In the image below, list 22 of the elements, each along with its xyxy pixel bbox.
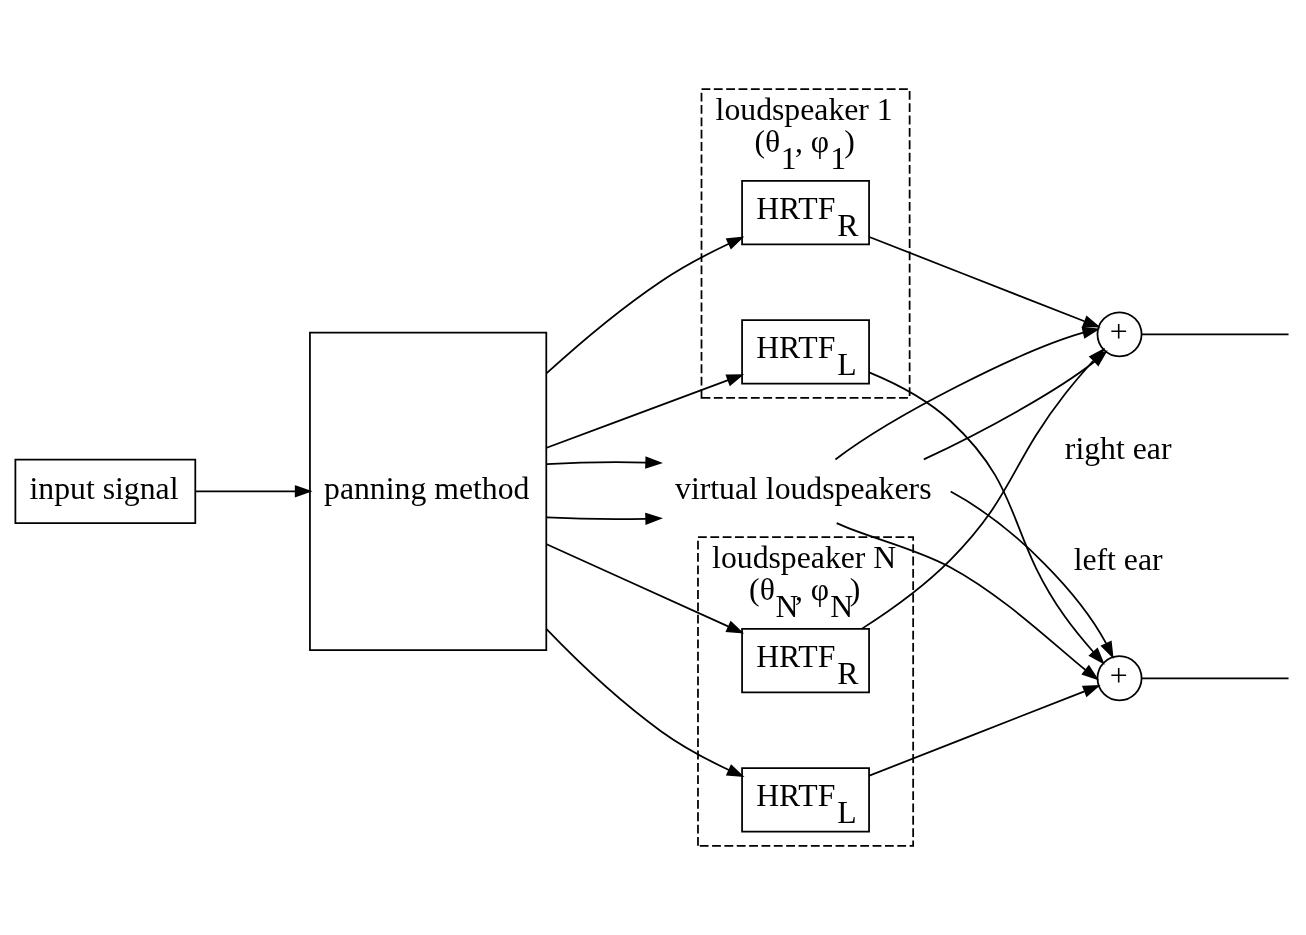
node-box: input signal [14,458,197,524]
node-label: left ear [1073,541,1163,577]
arrow [195,485,313,498]
arrow [545,456,663,469]
connector [1140,677,1290,680]
arrow [868,371,1105,665]
arrow [949,490,1114,660]
arrow [545,628,745,778]
connector [1140,333,1290,336]
node-label: right ear [1064,430,1172,466]
arrow [545,374,745,449]
node-circle: + [1096,311,1143,358]
arrow [545,236,745,375]
node-text: virtual loudspeakers [675,471,932,507]
arrow [868,236,1101,328]
arrow [868,685,1101,777]
arrow [545,512,663,525]
arrow [835,522,1100,681]
arrow [545,543,745,634]
node-circle: + [1096,655,1143,702]
node-box: panning method [309,331,548,651]
arrow [834,326,1101,461]
